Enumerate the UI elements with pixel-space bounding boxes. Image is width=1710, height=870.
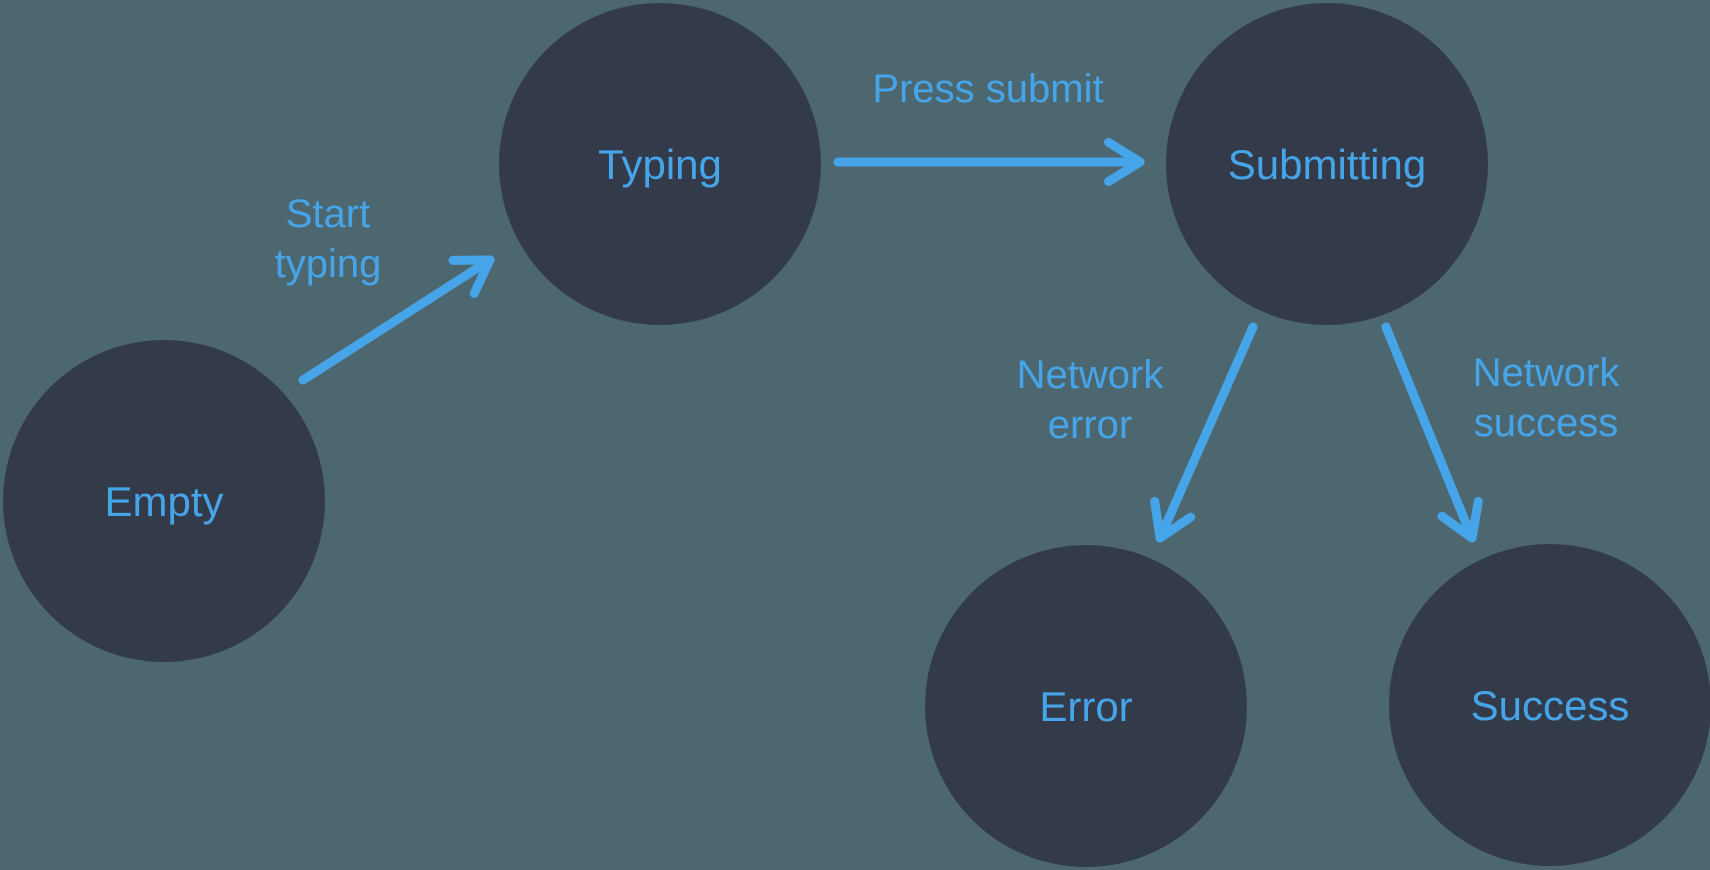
state-node-submitting bbox=[1166, 3, 1488, 325]
transition-label-submitting-to-error: Network error bbox=[1017, 353, 1165, 447]
state-label-typing: Typing bbox=[598, 141, 722, 188]
state-node-error bbox=[925, 545, 1247, 867]
state-label-success: Success bbox=[1471, 682, 1630, 729]
transition-label-line: Network bbox=[1473, 351, 1621, 395]
transition-arrow-submitting-to-success bbox=[1381, 322, 1477, 543]
arrowhead-icon bbox=[1104, 137, 1145, 187]
arrowhead-icon bbox=[1150, 496, 1196, 543]
state-label-submitting: Submitting bbox=[1228, 141, 1426, 188]
transition-arrow-empty-to-typing bbox=[298, 255, 495, 385]
arrowhead-icon bbox=[448, 255, 495, 298]
state-node-typing bbox=[499, 3, 821, 325]
state-node-empty bbox=[3, 340, 325, 662]
transition-label-empty-to-typing: Start typing bbox=[275, 192, 382, 286]
arrowhead-icon bbox=[1437, 497, 1483, 543]
transition-arrow-submitting-to-error bbox=[1155, 322, 1258, 543]
transition-label-line: typing bbox=[275, 242, 382, 286]
transition-label-line: success bbox=[1474, 401, 1619, 445]
transition-label-line: Press submit bbox=[872, 67, 1103, 111]
transition-label-line: error bbox=[1048, 403, 1132, 447]
state-node-success bbox=[1389, 544, 1710, 866]
transition-label-line: Start bbox=[286, 192, 370, 236]
state-label-empty: Empty bbox=[104, 478, 223, 525]
transition-label-submitting-to-success: Network success bbox=[1473, 351, 1621, 445]
transition-label-line: Network bbox=[1017, 353, 1165, 397]
state-label-error: Error bbox=[1039, 683, 1132, 730]
transition-label-typing-to-submitting: Press submit bbox=[872, 67, 1103, 111]
